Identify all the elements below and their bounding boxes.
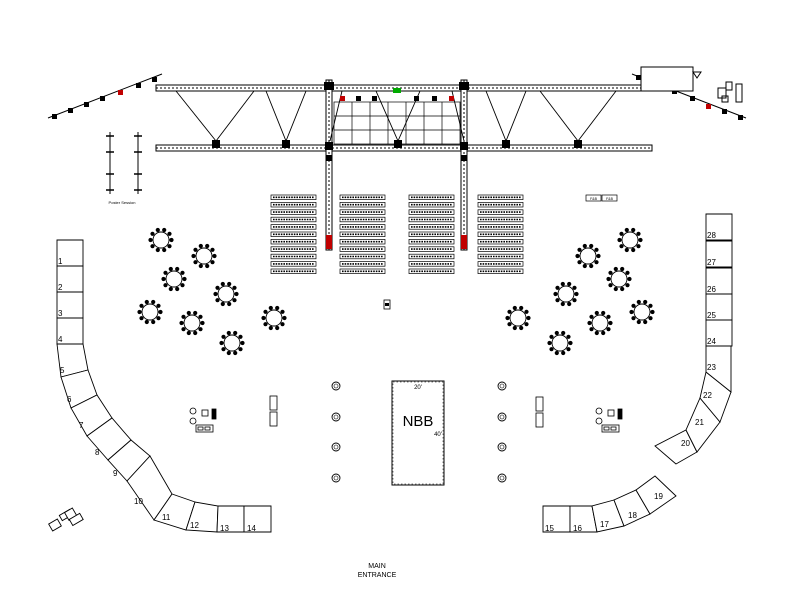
highboy-table (497, 412, 507, 422)
booth[interactable]: 4 (56, 317, 84, 345)
fb-station-top (585, 194, 618, 202)
nbb-width-label: 20' (414, 385, 422, 391)
nbb-depth-label: 40' (434, 432, 442, 438)
entrance-line-2: ENTRANCE (357, 572, 397, 579)
booth-number: 18 (628, 511, 637, 520)
booth-number: 17 (600, 520, 609, 529)
booth-number: 20 (681, 439, 690, 448)
booth-number: 1 (58, 257, 63, 266)
booth-number: 15 (545, 524, 554, 533)
highboy-table (497, 473, 507, 483)
round-table (261, 305, 287, 331)
booth-number: 14 (247, 524, 256, 533)
booth[interactable]: 26 (705, 267, 733, 295)
round-table (553, 281, 579, 307)
booth-number: 2 (58, 283, 63, 292)
round-table (587, 310, 613, 336)
booth-number: 21 (695, 418, 704, 427)
booth[interactable]: 25 (705, 293, 733, 321)
poster-session-rack (106, 132, 142, 194)
podium (383, 299, 391, 310)
entrance-line-1: MAIN (368, 563, 386, 570)
round-table (137, 299, 163, 325)
booth[interactable]: 27 (705, 240, 733, 268)
lounge-left (189, 395, 278, 433)
highboy-table (331, 473, 341, 483)
booth-number: 4 (58, 335, 63, 344)
highboy-table (331, 442, 341, 452)
booth-number: 8 (95, 448, 100, 457)
booth[interactable]: 28 (705, 213, 733, 241)
booth-number: 23 (707, 363, 716, 372)
booth[interactable]: 14 (243, 505, 272, 533)
booth-number: 11 (162, 513, 171, 522)
highboy-table (331, 412, 341, 422)
highboy-table (497, 381, 507, 391)
center-booth-nbb[interactable]: NBB 20' 40' (391, 380, 445, 486)
round-table (617, 227, 643, 253)
booth-number: 3 (58, 309, 63, 318)
round-table (191, 243, 217, 269)
booth-number: 28 (707, 231, 716, 240)
booth[interactable]: 19 (635, 475, 677, 515)
seating-block (408, 194, 455, 274)
booth-number: 24 (707, 337, 716, 346)
truss (47, 66, 747, 251)
booth-number: 27 (707, 258, 716, 267)
booth[interactable]: 13 (216, 505, 245, 533)
booth-number: 19 (654, 492, 663, 501)
booth-number: 9 (113, 469, 118, 478)
booth-number: 13 (220, 524, 229, 533)
highboy-tables (331, 381, 507, 483)
poster-session-label: Poster Session (109, 200, 136, 205)
nbb-label: NBB (403, 413, 434, 430)
booth-number: 22 (703, 391, 712, 400)
booth[interactable]: 2 (56, 265, 84, 293)
booth[interactable]: 24 (705, 319, 733, 347)
booth[interactable]: 15 (542, 505, 571, 533)
booth-number: 6 (67, 395, 72, 404)
round-table (505, 305, 531, 331)
storage-block (48, 507, 84, 532)
round-table (606, 266, 632, 292)
round-tables (137, 227, 655, 356)
booth-number: 16 (573, 524, 582, 533)
round-table (575, 243, 601, 269)
highboy-table (331, 381, 341, 391)
booth-number: 5 (60, 366, 65, 375)
fb-label-1: F&B (590, 197, 597, 201)
seating-block (339, 194, 386, 274)
round-table (179, 310, 205, 336)
fb-label-2: F&B (606, 197, 613, 201)
booth-number: 10 (134, 497, 143, 506)
theater-seating (270, 194, 524, 274)
booth[interactable]: 3 (56, 291, 84, 319)
booth-row-right: 15 16 17 18 19 20 21 22 23 24 25 26 27 28 (542, 213, 733, 533)
booth-number: 12 (190, 521, 199, 530)
round-table (161, 266, 187, 292)
round-table (148, 227, 174, 253)
round-table (629, 299, 655, 325)
seating-block (477, 194, 524, 274)
round-table (547, 330, 573, 356)
booth-number: 26 (707, 285, 716, 294)
round-table (219, 330, 245, 356)
lounge-right (535, 396, 623, 433)
booth-number: 7 (79, 421, 84, 430)
seating-block (270, 194, 317, 274)
booth[interactable]: 1 (56, 239, 84, 267)
highboy-table (497, 442, 507, 452)
booth-number: 25 (707, 311, 716, 320)
round-table (213, 281, 239, 307)
main-entrance-label: MAIN ENTRANCE (344, 562, 410, 580)
